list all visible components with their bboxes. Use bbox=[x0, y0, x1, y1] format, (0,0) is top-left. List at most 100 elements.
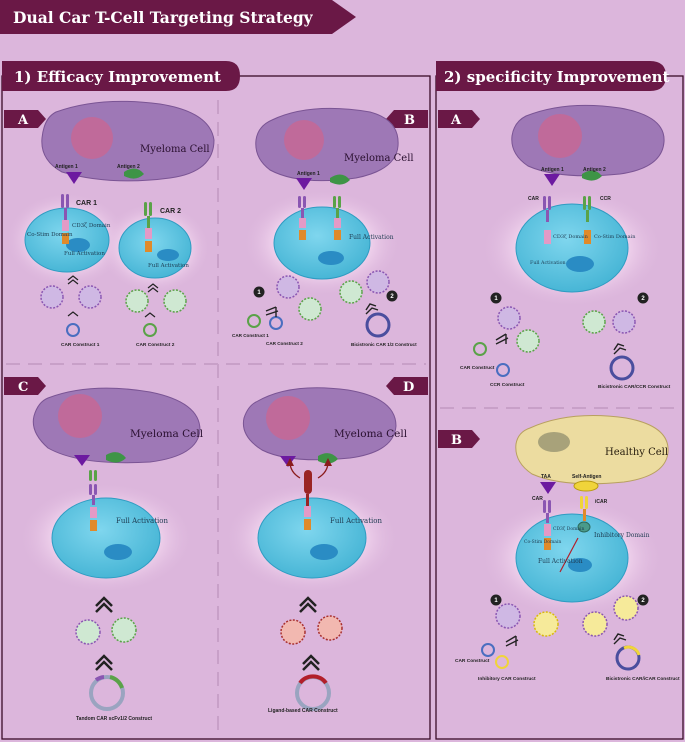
antigen2-label-1a: Antigen 2 bbox=[117, 164, 140, 170]
num2-1b: 2 bbox=[390, 294, 394, 300]
ligand-car-receptor-1d bbox=[304, 470, 312, 530]
costim-label-2b: Co-Stim Domain bbox=[524, 539, 561, 545]
antigen1-1b bbox=[296, 178, 312, 190]
t-nucleus-1d bbox=[310, 544, 338, 560]
healthy-nucleus-2b bbox=[538, 432, 570, 452]
myeloma-cell-1b bbox=[255, 107, 399, 182]
construct2-label-1b: CAR Construct 2 bbox=[266, 341, 303, 346]
car1-label-1a: CAR 1 bbox=[76, 200, 97, 207]
myeloma-nucleus-1a bbox=[71, 117, 113, 159]
letter-1d: D bbox=[403, 380, 414, 395]
viruses-1d bbox=[280, 596, 343, 711]
panel-2a: Antigen 1 Antigen 2 CAR CCR CD3ζ Domain … bbox=[460, 104, 671, 390]
car2-receptor-1b bbox=[333, 196, 341, 240]
section1-title: 1) Efficacy Improvement bbox=[14, 68, 221, 86]
car-receptor-2a bbox=[543, 196, 551, 244]
t-nucleus-1a-left bbox=[66, 238, 90, 252]
taa-antigen-2b bbox=[540, 482, 556, 494]
car1-receptor-1a bbox=[61, 194, 69, 244]
section2-banner bbox=[436, 61, 666, 91]
panel-letter-tabs: A B C D A B bbox=[4, 110, 480, 448]
cd3-label-1a: CD3ζ Domain bbox=[72, 223, 111, 229]
viruses-1b bbox=[247, 270, 398, 338]
panel-1a: Myeloma Cell Antigen 1 Antigen 2 CAR 1 C… bbox=[5, 100, 215, 348]
panel-1d: Myeloma Cell Full Activation Ligand-base… bbox=[224, 387, 408, 714]
myeloma-label-1b: Myeloma Cell bbox=[344, 153, 414, 164]
myeloma-nucleus-1d bbox=[266, 396, 310, 440]
viruses-1a bbox=[40, 275, 187, 337]
antigen1-label-1a: Antigen 1 bbox=[55, 164, 78, 170]
self-antigen-2b bbox=[573, 480, 599, 492]
myeloma-nucleus-1b bbox=[284, 120, 324, 160]
icar-receptor-2b bbox=[577, 496, 591, 533]
num1-2b: 1 bbox=[494, 598, 498, 604]
letter-1b: B bbox=[404, 113, 415, 128]
letter-1a: A bbox=[17, 113, 29, 128]
healthy-label-2b: Healthy Cell bbox=[605, 447, 668, 458]
construct-car-label-2a: CAR Construct bbox=[460, 365, 495, 371]
target-cell-2a bbox=[511, 104, 665, 177]
t-cell-1c bbox=[51, 497, 161, 579]
target-nucleus-2a bbox=[538, 114, 582, 158]
full-label-1a-right: Full Activation bbox=[148, 263, 189, 269]
antigen1-1c bbox=[74, 455, 90, 466]
car-label-2a: CAR bbox=[528, 196, 539, 202]
antigen2-label-2a: Antigen 2 bbox=[583, 167, 606, 173]
t-nucleus-2b bbox=[568, 558, 592, 572]
viruses-1c bbox=[75, 596, 137, 711]
t-nucleus-1a-right bbox=[157, 249, 179, 261]
taa-label-2b: TAA bbox=[541, 474, 551, 480]
ccr-receptor-2a bbox=[583, 196, 591, 244]
myeloma-cell-1c bbox=[32, 387, 201, 464]
myeloma-cell-1d bbox=[242, 387, 397, 461]
antigen2-1c bbox=[106, 452, 126, 463]
ligand-arrow-left bbox=[286, 458, 294, 466]
panel-2b: Healthy Cell TAA Self-Antigen CAR iCAR C… bbox=[455, 415, 680, 682]
car2-receptor-1a bbox=[144, 202, 152, 252]
letter-2b: B bbox=[451, 433, 462, 448]
figure-title: Dual Car T-Cell Targeting Strategy bbox=[13, 8, 314, 27]
t-cell-1b bbox=[273, 206, 371, 280]
bicistronic-label-2a: Bicistronic CAR/CCR Construct bbox=[598, 384, 671, 390]
full-label-1d: Full Activation bbox=[330, 517, 382, 525]
num1-1b: 1 bbox=[257, 290, 261, 296]
num1-2a: 1 bbox=[494, 296, 498, 302]
bicistronic-label-1b: Bicistronic CAR 1/2 Construct bbox=[351, 342, 417, 347]
cd3-label-2b: CD3ζ Domain bbox=[553, 526, 584, 532]
antigen1-1d bbox=[280, 456, 296, 467]
full-label-1b: Full Activation bbox=[349, 234, 394, 241]
antigen1-2a bbox=[544, 174, 560, 186]
cd3-label-2a: CD3ζ Domain bbox=[553, 234, 589, 240]
panel-1c: Myeloma Cell Full Activation Tandom CAR … bbox=[18, 387, 204, 722]
construct-car-label-2b: CAR Construct bbox=[455, 658, 490, 664]
construct1-label-1b: CAR Construct 1 bbox=[232, 333, 269, 338]
car2-label-1a: CAR 2 bbox=[160, 208, 181, 215]
myeloma-label-1c: Myeloma Cell bbox=[130, 428, 204, 440]
full-label-2b: Full Activation bbox=[538, 558, 583, 565]
costim-label-1a: Co-Stim Domain bbox=[27, 232, 73, 238]
t-nucleus-1c bbox=[104, 544, 132, 560]
myeloma-label-1d: Myeloma Cell bbox=[334, 428, 408, 440]
antigen2-1a bbox=[124, 168, 144, 179]
full-label-1a-left: Full Activation bbox=[64, 251, 105, 257]
construct-icar-label-2b: Inhibitory CAR Construct bbox=[478, 676, 536, 682]
letter-2a: A bbox=[450, 113, 462, 128]
icar-label-2b: iCAR bbox=[595, 499, 608, 505]
antigen1-label-1b: Antigen 1 bbox=[297, 171, 320, 177]
section2-title: 2) specificity Improvement bbox=[444, 68, 670, 86]
costim-label-2a: Co-Stim Domain bbox=[594, 234, 636, 240]
panel-1b: Myeloma Cell Antigen 1 Full Activation bbox=[232, 107, 417, 347]
myeloma-nucleus-1c bbox=[58, 394, 102, 438]
construct2-label-1a: CAR Construct 2 bbox=[136, 342, 175, 348]
letter-1c: C bbox=[18, 380, 28, 395]
antigen2-2a bbox=[582, 170, 602, 181]
section1-banner bbox=[2, 61, 240, 91]
inhibitory-label-2b: Inhibitory Domain bbox=[594, 532, 650, 539]
num2-2a: 2 bbox=[641, 296, 645, 302]
antigen1-label-2a: Antigen 1 bbox=[541, 167, 564, 173]
car1-receptor-1b bbox=[298, 196, 306, 240]
full-label-2a: Full Activation bbox=[530, 260, 566, 266]
construct-label-1d: Ligand-based CAR Construct bbox=[268, 708, 338, 714]
t-cell-1d bbox=[257, 497, 367, 579]
